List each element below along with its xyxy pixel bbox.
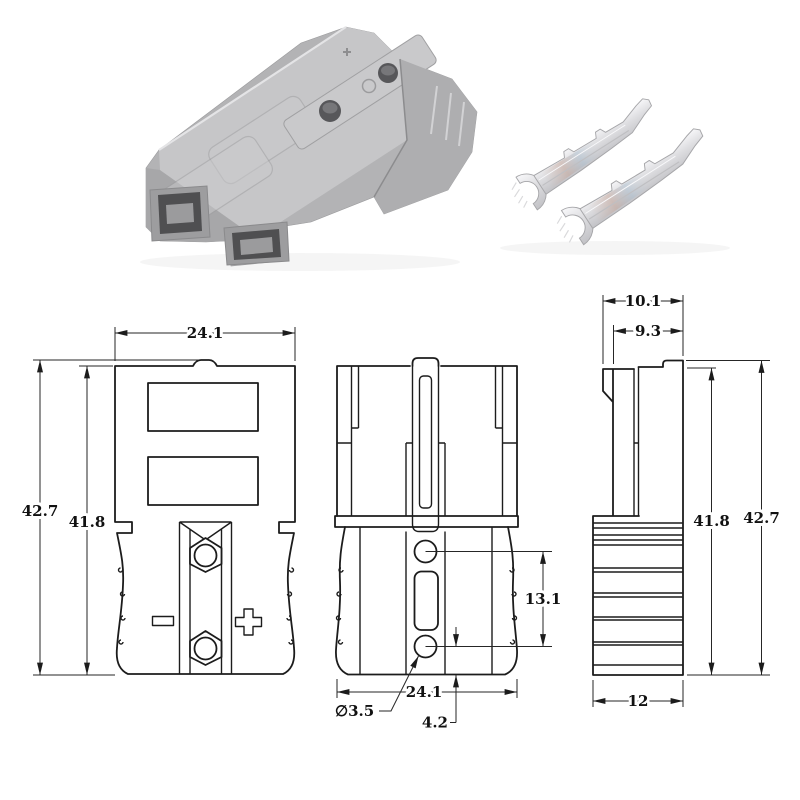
side-outline <box>592 359 684 676</box>
front-outline <box>114 359 296 675</box>
side-view: 10.1 9.3 41.8 42.7 12 <box>592 289 783 713</box>
circle-molding-icon <box>361 78 377 94</box>
front-width-label: 24.1 <box>187 324 224 342</box>
back-side-dimples <box>335 567 518 645</box>
front-overall-height-label: 42.7 <box>22 502 59 520</box>
front-bolt-channel <box>178 521 233 674</box>
photo-section <box>140 26 730 271</box>
back-center-channel <box>411 366 440 533</box>
side-bottom-width-label: 12 <box>628 692 649 710</box>
back-corner-slots <box>337 366 517 516</box>
bolt-hole-inner <box>381 65 395 76</box>
front-body-height-label: 41.8 <box>69 513 106 531</box>
side-bottom-width-dimension: 12 <box>592 680 684 713</box>
back-width-label: 24.1 <box>406 683 443 701</box>
side-tongue-width-label: 9.3 <box>635 322 661 340</box>
side-latch-lines <box>633 367 640 516</box>
side-top-width-dimension: 10.1 <box>602 289 684 364</box>
bolt-hole-inner <box>322 102 338 114</box>
side-overall-height-label: 42.7 <box>743 509 780 527</box>
top-ridge-highlight <box>158 26 347 151</box>
hole-edge-offset-dimension: 4.2 <box>419 627 459 735</box>
front-body-height-dimension: 41.8 <box>66 365 113 676</box>
back-center-slot <box>418 375 433 509</box>
side-tongue-width-dimension: 9.3 <box>613 319 684 364</box>
front-view: 24.1 42.7 41.8 <box>19 321 296 676</box>
crimp-terminal-photo <box>505 93 667 218</box>
contact-socket-upper <box>149 185 211 242</box>
front-window-lower <box>147 456 259 506</box>
positive-polarity-mark <box>234 608 263 636</box>
back-lower-walls <box>359 527 493 674</box>
back-oblong-slot <box>413 570 439 631</box>
front-width-dimension: 24.1 <box>114 321 296 361</box>
back-width-dimension: 24.1 <box>336 679 518 704</box>
side-top-width-label: 10.1 <box>625 292 662 310</box>
back-view: 13.1 24.1 ∅3.5 4.2 <box>332 357 564 735</box>
connector-photo <box>145 26 478 267</box>
contact-socket-lower <box>223 221 290 266</box>
back-upper-outline <box>336 357 518 517</box>
front-overall-height-dimension: 42.7 <box>19 359 198 676</box>
hole-diameter-callout: ∅3.5 <box>332 655 419 723</box>
cap-seam <box>373 58 408 198</box>
bolt-recess-strip <box>283 34 437 150</box>
cap-grooves <box>430 85 465 147</box>
side-rib-lines <box>593 522 683 666</box>
bolt-circle-lower <box>193 636 218 661</box>
back-lower-outline <box>335 526 518 676</box>
side-body-height-label: 41.8 <box>693 512 730 530</box>
terminal-shadow <box>500 241 730 255</box>
front-window-upper <box>147 382 259 432</box>
hole-diameter-label: ∅3.5 <box>335 702 374 720</box>
side-overall-height-dimension: 42.7 <box>686 360 783 676</box>
back-flange <box>334 515 519 528</box>
bolt-circle-upper <box>193 543 218 568</box>
connector-shadow <box>140 253 460 271</box>
plus-molding-icon <box>343 48 351 56</box>
side-body-height-dimension: 41.8 <box>687 367 733 676</box>
hole-spacing-dimension: 13.1 <box>425 551 564 647</box>
crimp-terminal-photo <box>550 122 719 253</box>
hole-spacing-label: 13.1 <box>525 590 562 608</box>
side-dimples <box>117 567 295 645</box>
negative-polarity-mark <box>151 615 175 627</box>
hole-edge-offset-label: 4.2 <box>422 714 448 732</box>
